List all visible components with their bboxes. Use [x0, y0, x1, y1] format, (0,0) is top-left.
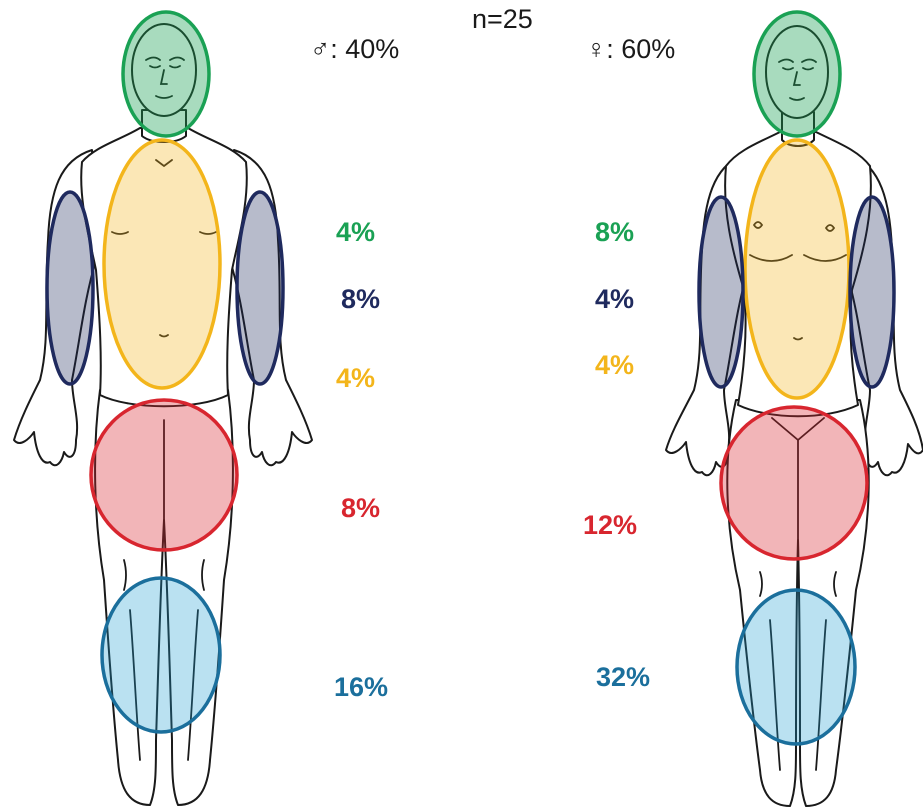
- female-head-region: [754, 12, 840, 136]
- female-trunk-percentage: 4%: [595, 350, 634, 381]
- female-trunk-region: [745, 140, 849, 398]
- male-groin-percentage: 8%: [341, 493, 380, 524]
- female-right-arm-region: [850, 197, 894, 387]
- male-groin-region: [91, 400, 237, 550]
- female-head-percentage: 8%: [595, 217, 634, 248]
- female-left-arm-region: [699, 197, 743, 387]
- male-right-arm-region: [237, 192, 283, 384]
- male-head-region: [123, 12, 209, 136]
- male-arms-percentage: 8%: [341, 284, 380, 315]
- female-groin-percentage: 12%: [583, 510, 637, 541]
- male-trunk-percentage: 4%: [336, 363, 375, 394]
- male-legs-region: [102, 578, 220, 732]
- female-groin-region: [721, 407, 867, 559]
- female-arms-percentage: 4%: [595, 284, 634, 315]
- female-legs-percentage: 32%: [596, 662, 650, 693]
- female-legs-region: [737, 590, 855, 744]
- male-left-arm-region: [47, 192, 93, 384]
- male-share-label: ♂: 40%: [310, 34, 399, 65]
- male-trunk-region: [104, 140, 220, 388]
- female-share-label: ♀: 60%: [586, 34, 675, 65]
- male-legs-percentage: 16%: [334, 672, 388, 703]
- male-head-percentage: 4%: [336, 217, 375, 248]
- sample-size-label: n=25: [472, 4, 533, 35]
